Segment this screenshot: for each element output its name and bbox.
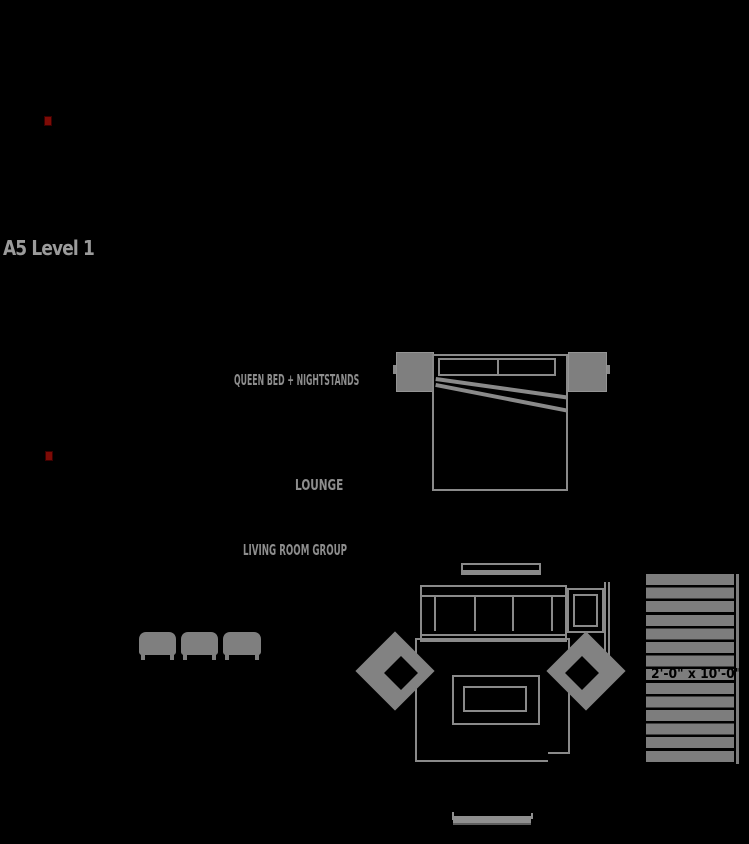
coffee-table[interactable] [452,675,540,725]
bed-legend-label[interactable]: QUEEN BED + NIGHTSTANDS [234,371,360,389]
runner-rug[interactable] [646,574,734,764]
nightstand-right[interactable] [568,352,610,392]
side-table-top [573,594,598,627]
sofa-front-line [422,634,565,636]
bed-pillows [438,358,556,376]
rug-corner-notch [548,752,570,762]
console-shelf-edge [463,570,539,573]
view-title[interactable]: A5 Level 1 [3,236,95,260]
sofa-elevation-3[interactable] [223,632,261,660]
sofa-arm-left-line [434,595,436,631]
pillow-divider [497,360,499,374]
console-shelf[interactable] [461,563,541,575]
living-legend-label[interactable]: LIVING ROOM GROUP [243,541,348,559]
sofa-leg [183,654,187,660]
coffee-table-top [463,686,527,712]
red-reference-marker-1[interactable] [44,116,52,126]
console-bar [453,816,531,825]
sofa-elevation-1[interactable] [139,632,176,660]
nightstand-handle-icon [393,365,396,374]
partition-line-2 [608,582,610,658]
sofa-leg [170,654,174,660]
mid-legend-label[interactable]: LOUNGE [295,476,344,494]
sofa-plan[interactable] [420,585,567,642]
sofa-leg [255,654,259,660]
runner-dimension-label[interactable]: 2'-0" x 10'-0" [651,667,742,682]
area-rug[interactable] [415,638,570,762]
nightstand-handle-icon [607,365,610,374]
sofa-cushion-divider-2 [512,595,514,631]
sofa-back-line [422,595,565,597]
armchair-left[interactable] [355,631,435,711]
red-reference-marker-2[interactable] [45,451,53,461]
console-end-left [452,812,454,820]
side-table[interactable] [567,588,604,633]
sofa-arm-right-line [551,595,553,631]
runner-rug-edge [736,574,739,764]
sofa-leg [212,654,216,660]
sofa-elevation-2[interactable] [181,632,218,660]
nightstand-left[interactable] [393,352,434,392]
partition-line-1 [604,582,606,658]
sofa-leg [141,654,145,660]
bed-queen[interactable] [432,354,568,491]
console-end-right [531,813,533,819]
sofa-leg [225,654,229,660]
armchair-right[interactable] [546,631,626,711]
sofa-cushion-divider-1 [474,595,476,631]
